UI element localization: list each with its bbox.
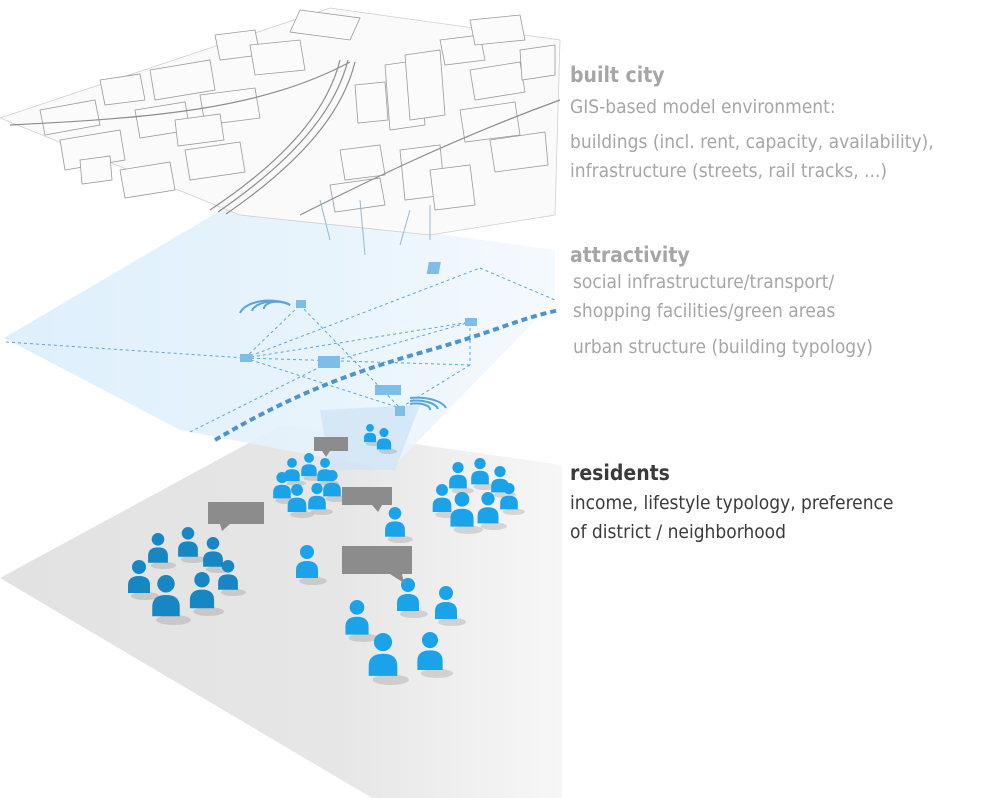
resident-icon — [435, 586, 466, 626]
resident-icon — [284, 458, 307, 487]
resident-icon — [189, 572, 225, 616]
built-city-map — [0, 7, 561, 236]
resident-icon — [128, 560, 159, 600]
residents-line: income, lifestyle typology, preference — [570, 492, 894, 514]
attractivity-plane — [4, 205, 555, 470]
resident-icon — [218, 560, 246, 597]
attractivity-label: attractivity social infrastructure/trans… — [570, 242, 873, 362]
attractivity-markers — [240, 262, 477, 416]
speech-bubble — [314, 437, 348, 457]
signal-icon — [239, 299, 291, 314]
speech-bubble — [342, 487, 392, 512]
resident-icon — [287, 484, 314, 518]
attractivity-title: attractivity — [570, 243, 690, 267]
residents-plane — [0, 425, 562, 798]
resident-icon — [296, 545, 327, 585]
built-city-line: infrastructure (streets, rail tracks, ..… — [570, 160, 888, 182]
residents-line: of district / neighborhood — [570, 521, 786, 543]
resident-icon — [323, 470, 348, 502]
built-city-title: built city — [570, 63, 665, 87]
attractivity-network — [5, 267, 556, 433]
connector-lines — [319, 199, 431, 256]
speech-bubble — [208, 502, 264, 531]
transport-line — [213, 308, 561, 442]
resident-icon — [449, 462, 474, 494]
built-city-line: GIS-based model environment: — [570, 96, 836, 118]
resident-icon — [178, 527, 206, 564]
resident-icon — [308, 483, 333, 515]
rail-tracks — [9, 59, 561, 216]
attractivity-line: social infrastructure/transport/ — [573, 271, 835, 293]
resident-icon — [345, 600, 378, 642]
attractivity-line: urban structure (building typology) — [573, 336, 873, 358]
resident-icon — [471, 458, 496, 490]
resident-icon — [397, 578, 428, 618]
resident-icon — [417, 632, 453, 679]
built-city-line: buildings (incl. rent, capacity, availab… — [570, 131, 934, 153]
signal-icon — [409, 396, 447, 411]
resident-icon — [477, 492, 508, 530]
resident-icon — [368, 633, 409, 685]
speech-bubble — [342, 546, 412, 583]
resident-icon — [152, 575, 191, 625]
built-city-label: built city GIS-based model environment: … — [570, 62, 934, 186]
resident-icon — [148, 533, 176, 570]
residents-label: residents income, lifestyle typology, pr… — [570, 460, 893, 547]
residents-title: residents — [570, 461, 670, 485]
residents-group — [128, 424, 525, 685]
resident-icon — [376, 428, 397, 454]
attractivity-line: shopping facilities/green areas — [573, 300, 836, 322]
resident-icon — [385, 507, 413, 544]
resident-icon — [450, 492, 483, 534]
resident-icon — [500, 483, 525, 515]
